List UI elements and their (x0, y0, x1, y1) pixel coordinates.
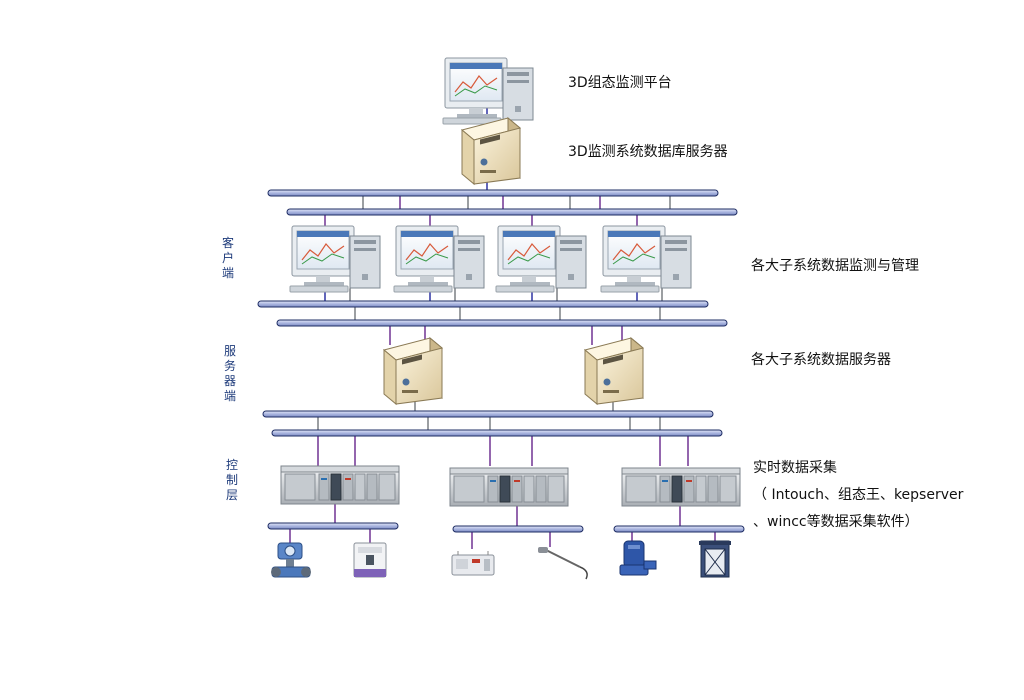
db-server-label: 3D监测系统数据库服务器 (568, 144, 728, 160)
signal-module-icon (451, 551, 495, 576)
acquisition-detail-line2: 、wincc等数据采集软件） (753, 514, 919, 530)
field-bus-2 (452, 525, 584, 533)
bus-client-1 (257, 300, 709, 308)
db-server-icon (461, 117, 521, 185)
circuit-breaker-icon (353, 542, 387, 578)
layer-label-client: 客 户 端 (221, 236, 234, 280)
bus-top-1 (267, 189, 719, 197)
field-bus-1 (267, 522, 399, 530)
field-bus-3 (613, 525, 745, 533)
plc-rack-icon (280, 465, 400, 505)
bus-top-2 (286, 208, 738, 216)
layer-label-control: 控 制 层 (225, 458, 238, 502)
layer-label-server: 服 务 器 端 (223, 344, 236, 403)
platform-label: 3D组态监测平台 (568, 75, 672, 91)
subsystem-server-label: 各大子系统数据服务器 (751, 352, 891, 368)
flow-meter-icon (271, 542, 311, 578)
acquisition-title: 实时数据采集 (753, 460, 837, 476)
bus-server-1 (262, 410, 714, 418)
gate-valve-icon (699, 540, 731, 578)
subsystem-monitor-label: 各大子系统数据监测与管理 (751, 258, 919, 274)
subsystem-server-icon (584, 337, 644, 405)
subsystem-server-icon (383, 337, 443, 405)
client-workstation-icon (600, 225, 692, 293)
client-workstation-icon (495, 225, 587, 293)
network-buses (257, 189, 745, 533)
bus-client-2 (276, 319, 728, 327)
platform-workstation-icon (442, 57, 534, 125)
acquisition-detail-line1: （ Intouch、组态王、kepserver (753, 487, 964, 503)
submersible-pump-icon (619, 540, 657, 576)
temperature-probe-icon (538, 547, 588, 580)
plc-rack-icon (449, 467, 569, 507)
client-workstation-icon (393, 225, 485, 293)
plc-rack-icon (621, 467, 741, 507)
client-workstation-icon (289, 225, 381, 293)
bus-server-2 (271, 429, 723, 437)
